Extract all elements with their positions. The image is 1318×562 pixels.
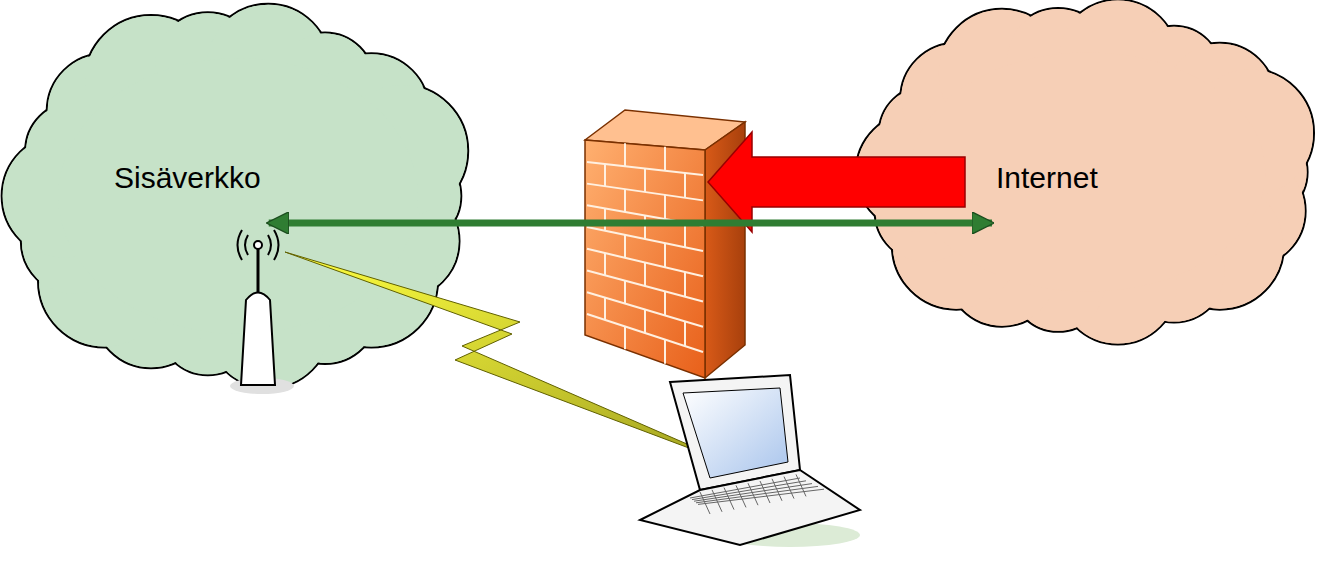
cloud-label-box: Internet xyxy=(990,156,1104,200)
access-point xyxy=(230,230,294,394)
blocked-traffic-arrow xyxy=(708,132,965,232)
network-name: Sisäverkko xyxy=(114,160,261,196)
network-name: Internet xyxy=(996,160,1098,196)
cloud-label-box: Sisäverkko xyxy=(108,156,267,200)
laptop xyxy=(640,375,860,547)
cloud-shape xyxy=(2,4,469,389)
allowed-traffic-arrow xyxy=(269,220,992,227)
firewall xyxy=(585,110,745,378)
